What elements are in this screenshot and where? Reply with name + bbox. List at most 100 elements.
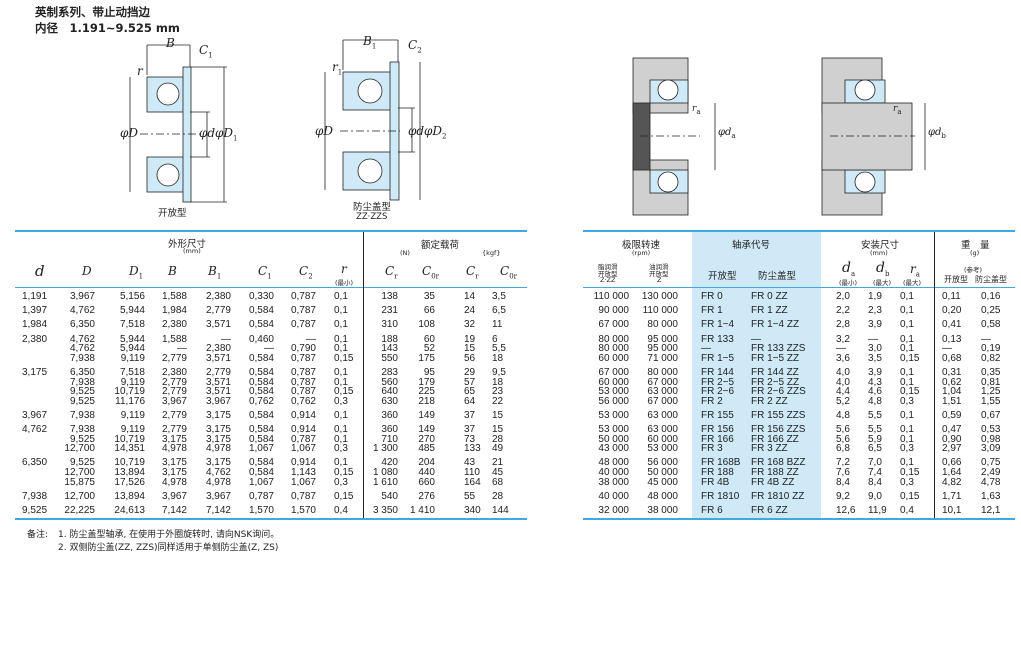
cell-r: 0,15 [334, 490, 354, 502]
cell-D1: 5,944 [119, 343, 145, 355]
cell-Cr-N: 420 [381, 457, 398, 469]
cell-C0r-N: 485 [418, 443, 435, 455]
cell-B: 2,380 [161, 366, 187, 378]
cell-code-open: FR 1−4 [701, 319, 735, 331]
cell-r: 0,1 [334, 319, 348, 331]
cell-D1: 24,613 [114, 505, 145, 517]
cell-code-open: FR 3 [701, 443, 723, 455]
cell-C0r-kgf: 6 [492, 333, 498, 345]
rule-top-left [15, 230, 527, 232]
cell-C0r-N: 276 [418, 490, 435, 502]
cell-code-shield: FR 2 ZZ [751, 395, 788, 407]
cell-db: 7,4 [868, 467, 882, 479]
cell-db: 4,3 [868, 376, 882, 388]
cell-weight-shield: 0,16 [981, 291, 1001, 302]
label-ra: ra [692, 104, 701, 116]
mounting-diagram-a [632, 57, 716, 216]
cell-weight-shield: 0,81 [981, 376, 1001, 388]
cell-speed-oil: 95 000 [647, 343, 678, 355]
cell-da: 7,2 [836, 457, 850, 469]
cell-D1: 9,119 [120, 376, 145, 388]
cell-C0r-kgf: 3,5 [492, 291, 506, 302]
cell-weight-shield: — [981, 333, 991, 345]
cell-db: 4,6 [868, 386, 882, 398]
cell-r: 0,3 [334, 476, 348, 488]
cell-D1: 13,894 [114, 490, 145, 502]
cell-weight-open: 0,31 [942, 366, 962, 378]
cell-Cr-N: 231 [381, 305, 398, 317]
cell-db: 3,0 [868, 343, 882, 355]
cell-B: 3,175 [161, 457, 187, 469]
cell-C2: 0,787 [290, 291, 316, 302]
cell-weight-open: 1,51 [942, 395, 962, 407]
cell-D: 4,762 [69, 343, 95, 355]
cell-code-shield: FR 168 BZZ [751, 457, 806, 469]
cell-r: 0,1 [334, 409, 348, 421]
cell-B1: 2,380 [205, 291, 231, 302]
cell-speed-grease: 56 000 [598, 395, 629, 407]
cell-da: 5,6 [836, 433, 850, 445]
cell-C0r-N: 660 [418, 476, 435, 488]
cell-code-open: FR 0 [701, 291, 723, 302]
cell-speed-grease: 53 000 [598, 424, 629, 436]
cell-D1: 14,351 [114, 443, 145, 455]
cell-d: 1,984 [22, 319, 48, 331]
cell-ra: 0,1 [900, 409, 914, 421]
header-db-max: (最大) [873, 279, 892, 287]
cell-speed-grease: 53 000 [598, 409, 629, 421]
cell-weight-shield: 0,19 [981, 343, 1001, 355]
cell-C0r-kgf: 144 [492, 505, 509, 517]
label-C1: C1 [199, 43, 213, 60]
cell-C0r-kgf: 11 [492, 319, 503, 331]
cell-C1: 0,584 [248, 319, 274, 331]
cell-C0r-kgf: 5,5 [492, 343, 506, 355]
cell-ra: 0,1 [900, 424, 914, 436]
label-phiD: φD [120, 126, 139, 140]
cell-Cr-kgf: 55 [464, 490, 476, 502]
rule-top-right [583, 230, 1015, 232]
cell-weight-shield: 12,1 [981, 505, 1001, 517]
header-oil-open: 开放型 [649, 270, 669, 278]
cell-Cr-kgf: 73 [464, 433, 476, 445]
cell-code-shield: — [751, 333, 761, 345]
cell-da: 7,6 [836, 467, 850, 479]
cell-r: 0,3 [334, 443, 348, 455]
cell-ra: 0,3 [900, 395, 914, 407]
header-C2: C2 [299, 264, 313, 281]
cell-D: 7,938 [69, 376, 95, 388]
cell-B1: 3,571 [205, 319, 231, 331]
header-Cr: Cr [385, 264, 398, 281]
cell-r: 0,1 [334, 333, 348, 345]
cell-weight-open: 0,41 [942, 319, 962, 331]
cell-speed-grease: 38 000 [598, 476, 629, 488]
header-grease-types: Z·ZZ [600, 276, 616, 284]
cell-r: 0,1 [334, 305, 348, 317]
cell-ra: 0,1 [900, 291, 914, 302]
header-C1: C1 [258, 264, 272, 281]
cell-d: 7,938 [22, 490, 48, 502]
cell-weight-shield: 0,75 [981, 457, 1001, 469]
cell-code-shield: FR 166 ZZ [751, 433, 799, 445]
cell-weight-open: 1,04 [942, 386, 962, 398]
cell-C1: 0,584 [248, 409, 274, 421]
header-D: D [82, 264, 92, 278]
cell-weight-open: 0,66 [942, 457, 962, 469]
cell-C0r-kgf: 45 [492, 467, 504, 479]
cell-D1: 10,719 [114, 433, 145, 445]
cell-B1: 3,175 [205, 457, 231, 469]
header-g: (g) [970, 249, 980, 257]
cell-D: 4,762 [69, 333, 95, 345]
cell-B: 1,588 [161, 333, 187, 345]
header-B: B [168, 264, 177, 278]
cell-da: — [836, 343, 846, 355]
cell-weight-open: 4,82 [942, 476, 962, 488]
cell-B: 3,967 [161, 395, 187, 407]
rule-bottom-right [583, 518, 1015, 520]
cell-code-open: FR 2−6 [701, 386, 735, 398]
cell-Cr-N: 1 300 [372, 443, 398, 455]
